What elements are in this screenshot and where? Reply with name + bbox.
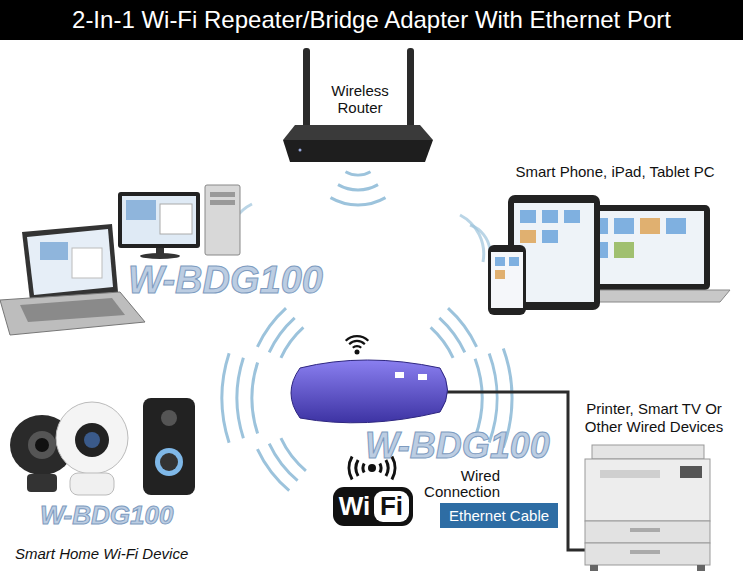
connection-label: Wired Connection <box>420 468 500 500</box>
device-label: Printer, Smart TV Or Other Wired Devices <box>568 400 740 436</box>
cable-label-box: Ethernet Cable <box>440 503 558 528</box>
device-label: Smart Phone, iPad, Tablet PC <box>495 163 735 181</box>
box-text: Ethernet Cable <box>449 506 549 525</box>
title-bar: 2-In-1 Wi-Fi Repeater/Bridge Adapter Wit… <box>0 0 743 40</box>
desktop-computer <box>118 185 240 259</box>
title: 2-In-1 Wi-Fi Repeater/Bridge Adapter Wit… <box>0 0 743 40</box>
logo-text: Wi <box>335 489 374 523</box>
router-icon <box>283 48 433 162</box>
device-label: Smart Home Wi-Fi Device <box>15 545 188 563</box>
watermark: W-BDG100 <box>40 500 173 530</box>
wifi-logo <box>333 457 413 527</box>
watermark: W-BDG100 <box>365 424 550 468</box>
mobile-devices <box>488 195 730 315</box>
watermark: W-BDG100 <box>128 258 323 302</box>
printer-icon <box>585 445 710 571</box>
device-label: Wireless Router <box>318 82 402 116</box>
laptop-computer <box>0 224 145 335</box>
camera-devices <box>10 398 195 495</box>
repeater-device <box>291 336 448 423</box>
logo-text: Fi <box>374 489 409 523</box>
